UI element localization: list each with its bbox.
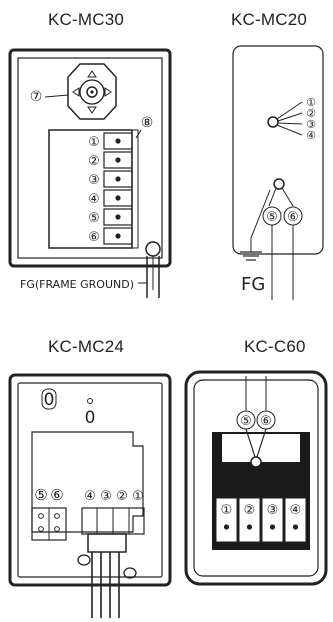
mc20-wire-label-1: ① (306, 96, 316, 109)
c60-terminal-label-3: ③ (267, 503, 279, 518)
mc30-terminal-label-4: ④ (88, 192, 100, 207)
mc24-left-terminal-label-1: ⑤ (34, 486, 47, 504)
mc24-left-terminal-label-2: ⑥ (50, 486, 63, 504)
mc20-ground-wire (250, 189, 271, 239)
c60-junction (250, 456, 262, 468)
mc30-callout-8: ⑧ (141, 115, 154, 131)
mc30-terminal-column: ① ② ③ ④ ⑤ ⑥ (88, 132, 133, 245)
mc30-outer-frame (8, 48, 172, 268)
mc30-terminal-label-1: ① (88, 135, 100, 150)
mc20-connector (267, 116, 279, 128)
mc24-inner-frame (17, 382, 163, 578)
mc30-joystick-ring (79, 79, 105, 105)
mc24-right-terminal-label-2: ③ (100, 489, 112, 504)
title-kc-mc20: KC-MC20 (231, 10, 308, 29)
mc20-ground-label: FG (241, 274, 265, 295)
joystick-up-arrow-icon (87, 70, 97, 78)
mc20-lower-connector (273, 178, 285, 190)
mc30-joystick-housing (67, 63, 117, 120)
c60-terminal-2 (238, 497, 261, 543)
c60-label-6: ⑥ (260, 414, 272, 429)
c60-terminal-label-1: ① (221, 503, 233, 518)
diagram-kc-mc30: ⑦ ① ② ③ ④ ⑤ ⑥ ⑧ FG(FRAME GROUND) (8, 48, 172, 298)
c60-terminal-label-4: ④ (290, 503, 302, 518)
joystick-down-arrow-icon (87, 106, 97, 114)
title-kc-c60: KC-C60 (244, 337, 306, 356)
mc24-cable-clamp (87, 533, 127, 553)
mc20-housing (232, 45, 324, 255)
mc30-callout-7: ⑦ (30, 89, 43, 105)
mc20-wire-label-4: ④ (306, 129, 316, 142)
mc24-right-terminal-label-1: ④ (84, 489, 96, 504)
mc24-mount-hole-center: 0 (85, 408, 96, 428)
mc30-ground-lug (145, 241, 161, 257)
mc20-wire-label-2: ② (306, 107, 316, 120)
joystick-left-arrow-icon (72, 87, 80, 97)
joystick-right-arrow-icon (104, 87, 112, 97)
c60-label-5: ⑤ (240, 414, 252, 429)
c60-terminal-1 (215, 497, 238, 543)
mc30-terminal-label-2: ② (88, 154, 100, 169)
mc24-outer-frame (8, 373, 172, 587)
c60-terminal-label-2: ② (244, 503, 256, 518)
mc30-inner-frame (17, 57, 163, 259)
mc24-mount-hole-top: 0 (44, 390, 55, 410)
c60-inner-frame (193, 379, 319, 577)
mc30-terminal-label-5: ⑤ (88, 211, 100, 226)
mc20-label-6: ⑥ (287, 210, 299, 225)
mc30-terminal-edge (131, 129, 139, 249)
mc24-right-terminal-label-3: ② (116, 489, 128, 504)
mc30-callout-7-leader (44, 94, 69, 98)
c60-terminal-3 (261, 497, 284, 543)
mc24-right-terminal-label-4: ① (132, 489, 144, 504)
title-kc-mc30: KC-MC30 (48, 10, 125, 29)
mc20-label-5: ⑤ (266, 210, 278, 225)
mc30-terminal-label-3: ③ (88, 173, 100, 188)
mc30-ground-label: FG(FRAME GROUND) (20, 278, 134, 291)
mc20-wire-label-3: ③ (306, 118, 316, 131)
c60-terminal-4 (284, 497, 307, 543)
title-kc-mc24: KC-MC24 (48, 337, 125, 356)
c60-outer-frame (184, 370, 328, 586)
mc30-joystick-center (86, 86, 98, 98)
mc30-terminal-label-6: ⑥ (88, 230, 100, 245)
